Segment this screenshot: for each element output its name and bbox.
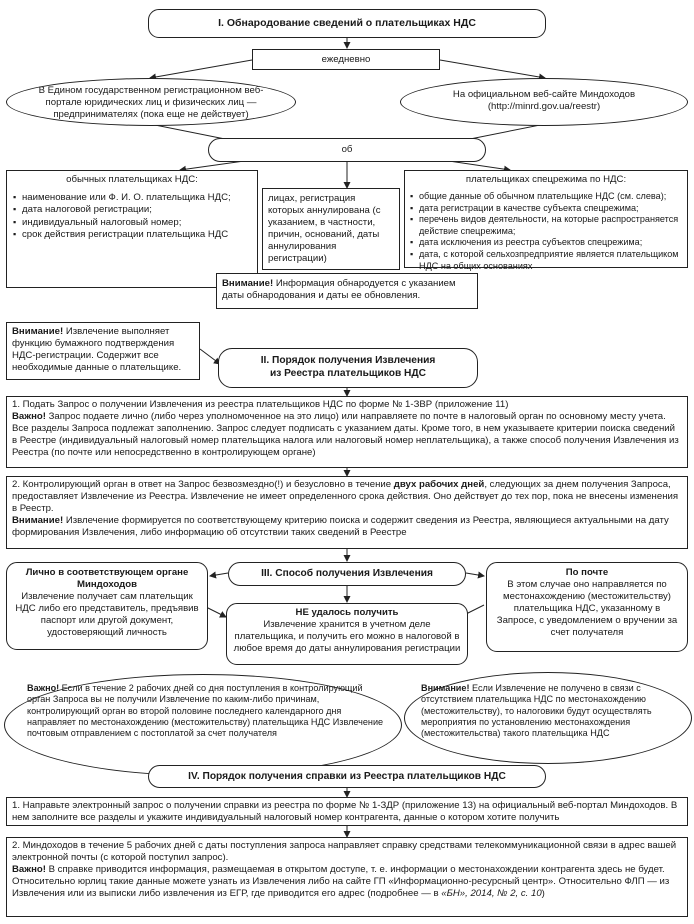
list-item: общие данные об обычном плательщике НДС … <box>409 191 683 203</box>
attention-label: Внимание! <box>421 683 470 693</box>
step-2-text: 2. Контролирующий орган в ответ на Запро… <box>12 479 679 514</box>
section-2-title: II. Порядок получения Извлечения из Реес… <box>218 348 478 388</box>
important-label: Важно! <box>12 863 46 875</box>
attention-absent-payer-note: Внимание! Если Извлечение не получено в … <box>404 672 692 764</box>
about-connector: об <box>208 138 486 162</box>
unified-portal-source: В Едином государственном регистрационном… <box>6 78 296 126</box>
list-item: индивидуальный налоговый номер; <box>12 217 252 229</box>
important-text: В справке приводится информация, размеща… <box>12 863 670 899</box>
important-label: Важно! <box>12 410 46 422</box>
list-item: дата, с которой сельхозпредприятие являе… <box>409 249 683 272</box>
special-regime-list: общие данные об обычном плательщике НДС … <box>409 191 683 272</box>
important-text: Если в течение 2 рабочих дней со дня пос… <box>27 683 384 739</box>
personal-pickup-text: Извлечение получает сам плательщик НДС л… <box>15 590 199 638</box>
section-2-title-line1: II. Порядок получения Извлечения <box>260 355 436 366</box>
annulled-payers-box: лицах, регистрация которых аннулирована … <box>262 188 400 270</box>
section-4-title: IV. Порядок получения справки из Реестра… <box>148 765 546 788</box>
note-label: Внимание! <box>12 326 64 337</box>
special-regime-box: плательщиках спецрежима по НДС: общие да… <box>404 170 688 271</box>
attention-text: Извлечение формируется по соответствующе… <box>12 514 669 538</box>
ordinary-payers-list: наименование или Ф. И. О. плательщика НД… <box>12 192 252 241</box>
list-item: дата исключения из реестра субъектов спе… <box>409 237 683 249</box>
step-2-attention: Внимание! Извлечение формируется по соот… <box>12 515 682 539</box>
ordinary-payers-box: обычных плательщиках НДС: наименование и… <box>6 170 258 288</box>
section-2-step-1: 1. Подать Запрос о получении Извлечения … <box>6 396 688 468</box>
attention-label: Внимание! <box>222 278 274 289</box>
attention-label: Внимание! <box>12 514 64 526</box>
section-2-title-line2: из Реестра плательщиков НДС <box>269 367 427 379</box>
section-4-step-2: 2. Миндоходов в течение 5 рабочих дней с… <box>6 837 688 917</box>
step-2-text: 2. Миндоходов в течение 5 рабочих дней с… <box>12 840 677 863</box>
list-item: дата налоговой регистрации; <box>12 204 252 216</box>
important-text: Запрос подаете лично (либо через уполном… <box>12 410 679 458</box>
note-text: Извлечение выполняет функцию бумажного п… <box>12 326 182 373</box>
important-label: Важно! <box>27 683 60 693</box>
publication-note: Внимание! Информация обнародуется с указ… <box>216 273 478 309</box>
by-mail-title: По почте <box>565 567 609 578</box>
section-1-title: I. Обнародование сведений о плательщиках… <box>148 9 546 38</box>
mindohodov-website-source: На официальном веб-сайте Миндоходов (htt… <box>400 78 688 126</box>
special-regime-title: плательщиках спецрежима по НДС: <box>465 174 627 185</box>
step-1-text: 1. Подать Запрос о получении Извлечения … <box>12 399 509 410</box>
not-received-title: НЕ удалось получить <box>295 607 399 618</box>
section-2-step-2: 2. Контролирующий орган в ответ на Запро… <box>6 476 688 549</box>
website-url: (http://minrd.gov.ua/reestr) <box>487 100 601 112</box>
website-name: На официальном веб-сайте Миндоходов <box>452 89 636 100</box>
frequency-label: ежедневно <box>252 49 440 70</box>
two-days-emphasis: двух рабочих дней <box>393 479 485 490</box>
by-mail-text: В этом случае оно направляется по местон… <box>496 578 678 638</box>
attention-text: Если Извлечение не получено в связи с от… <box>421 683 652 739</box>
personal-pickup-box: Лично в соответствующем органе Миндоходо… <box>6 562 208 650</box>
not-received-box: НЕ удалось получить Извлечение хранится … <box>226 603 468 665</box>
section-3-title: III. Способ получения Извлечения <box>228 562 466 586</box>
personal-pickup-title: Лично в соответствующем органе Миндоходо… <box>25 567 189 590</box>
attention-text: Информация обнародуется с указанием даты… <box>222 278 456 301</box>
not-received-text: Извлечение хранится в учетном деле плате… <box>233 618 461 654</box>
list-item: перечень видов деятельности, на которые … <box>409 214 683 237</box>
important-postpaid-note: Важно! Если в течение 2 рабочих дней со … <box>4 674 402 776</box>
section-4-step-1: 1. Направьте электронный запрос о получе… <box>6 797 688 826</box>
ordinary-payers-title: обычных плательщиках НДС: <box>66 174 198 185</box>
list-item: наименование или Ф. И. О. плательщика НД… <box>12 192 252 204</box>
extract-function-note: Внимание! Извлечение выполняет функцию б… <box>6 322 200 380</box>
list-item: срок действия регистрации плательщика НД… <box>12 229 252 241</box>
step-2-important: Важно! В справке приводится информация, … <box>12 863 670 899</box>
step-1-important: Важно! Запрос подаете лично (либо через … <box>12 411 682 459</box>
by-mail-box: По почте В этом случае оно направляется … <box>486 562 688 652</box>
publication-reference: «БН», 2014, № 2, с. 10 <box>441 887 542 899</box>
list-item: дата регистрации в качестве субъекта спе… <box>409 203 683 215</box>
